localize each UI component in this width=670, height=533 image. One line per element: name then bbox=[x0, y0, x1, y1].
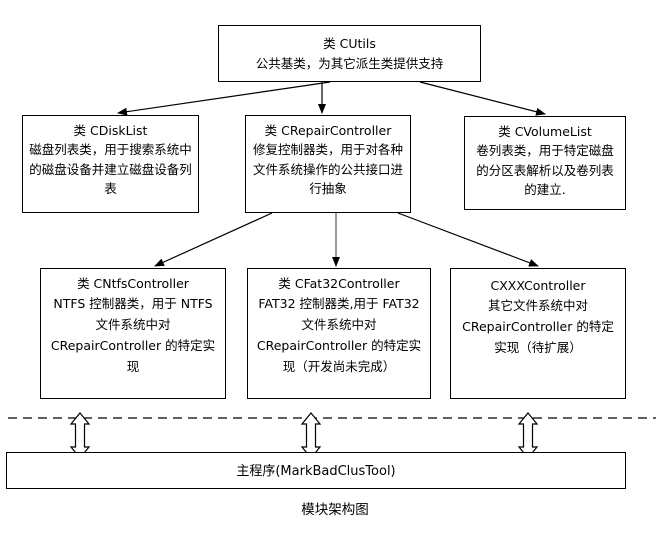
node-cvolumelist[interactable]: 类 CVolumeList 卷列表类，用于特定磁盘的分区表解析以及卷列表的建立. bbox=[464, 116, 626, 210]
node-cxxxcontroller-title: CXXXController bbox=[490, 278, 586, 293]
node-crepaircontroller-description: 修复控制器类，用于对各种文件系统操作的公共接口进行抽象 bbox=[252, 142, 403, 196]
edge-cutils-to-cvolumelist bbox=[419, 81, 546, 116]
node-crepaircontroller-title: 类 CRepairController bbox=[264, 123, 392, 138]
node-main-program-title: 主程序(MarkBadClusTool) bbox=[236, 463, 396, 479]
edge-crepaircontroller-to-cxxxcontroller bbox=[397, 212, 539, 267]
node-cdisklist-title: 类 CDiskList bbox=[73, 123, 148, 138]
node-main-program[interactable]: 主程序(MarkBadClusTool) bbox=[6, 452, 626, 489]
node-cdisklist[interactable]: 类 CDiskList 磁盘列表类，用于搜索系统中的磁盘设备并建立磁盘设备列表 bbox=[22, 115, 199, 213]
node-cxxxcontroller-description: 其它文件系统中对 CRepairController 的特定实现（待扩展） bbox=[462, 298, 614, 355]
node-cntfscontroller[interactable]: 类 CNtfsController NTFS 控制器类，用于 NTFS 文件系统… bbox=[40, 268, 226, 399]
diagram-caption: 模块架构图 bbox=[301, 502, 369, 518]
node-cntfscontroller-title: 类 CNtfsController bbox=[77, 276, 189, 291]
node-cxxxcontroller[interactable]: CXXXController 其它文件系统中对 CRepairControlle… bbox=[450, 268, 626, 399]
node-cntfscontroller-description: NTFS 控制器类，用于 NTFS 文件系统中对 CRepairControll… bbox=[50, 296, 216, 374]
node-cvolumelist-title: 类 CVolumeList bbox=[498, 124, 592, 139]
node-cutils-description: 公共基类，为其它派生类提供支持 bbox=[255, 56, 444, 72]
node-cutils[interactable]: 类 CUtils 公共基类，为其它派生类提供支持 bbox=[218, 25, 481, 82]
node-cutils-title: 类 CUtils bbox=[323, 36, 376, 52]
edge-crepaircontroller-to-cntfscontroller bbox=[154, 212, 273, 267]
node-crepaircontroller[interactable]: 类 CRepairController 修复控制器类，用于对各种文件系统操作的公… bbox=[245, 115, 411, 213]
node-cfat32controller-title: 类 CFat32Controller bbox=[278, 276, 400, 291]
node-cfat32controller[interactable]: 类 CFat32Controller FAT32 控制器类,用于 FAT32 文… bbox=[247, 268, 431, 399]
node-cdisklist-description: 磁盘列表类，用于搜索系统中的磁盘设备并建立磁盘设备列表 bbox=[29, 142, 192, 196]
node-cvolumelist-description: 卷列表类，用于特定磁盘的分区表解析以及卷列表的建立. bbox=[476, 143, 614, 197]
node-cfat32controller-description: FAT32 控制器类,用于 FAT32 文件系统中对 CRepairContro… bbox=[256, 296, 422, 374]
edge-cutils-to-cdisklist bbox=[117, 81, 331, 116]
